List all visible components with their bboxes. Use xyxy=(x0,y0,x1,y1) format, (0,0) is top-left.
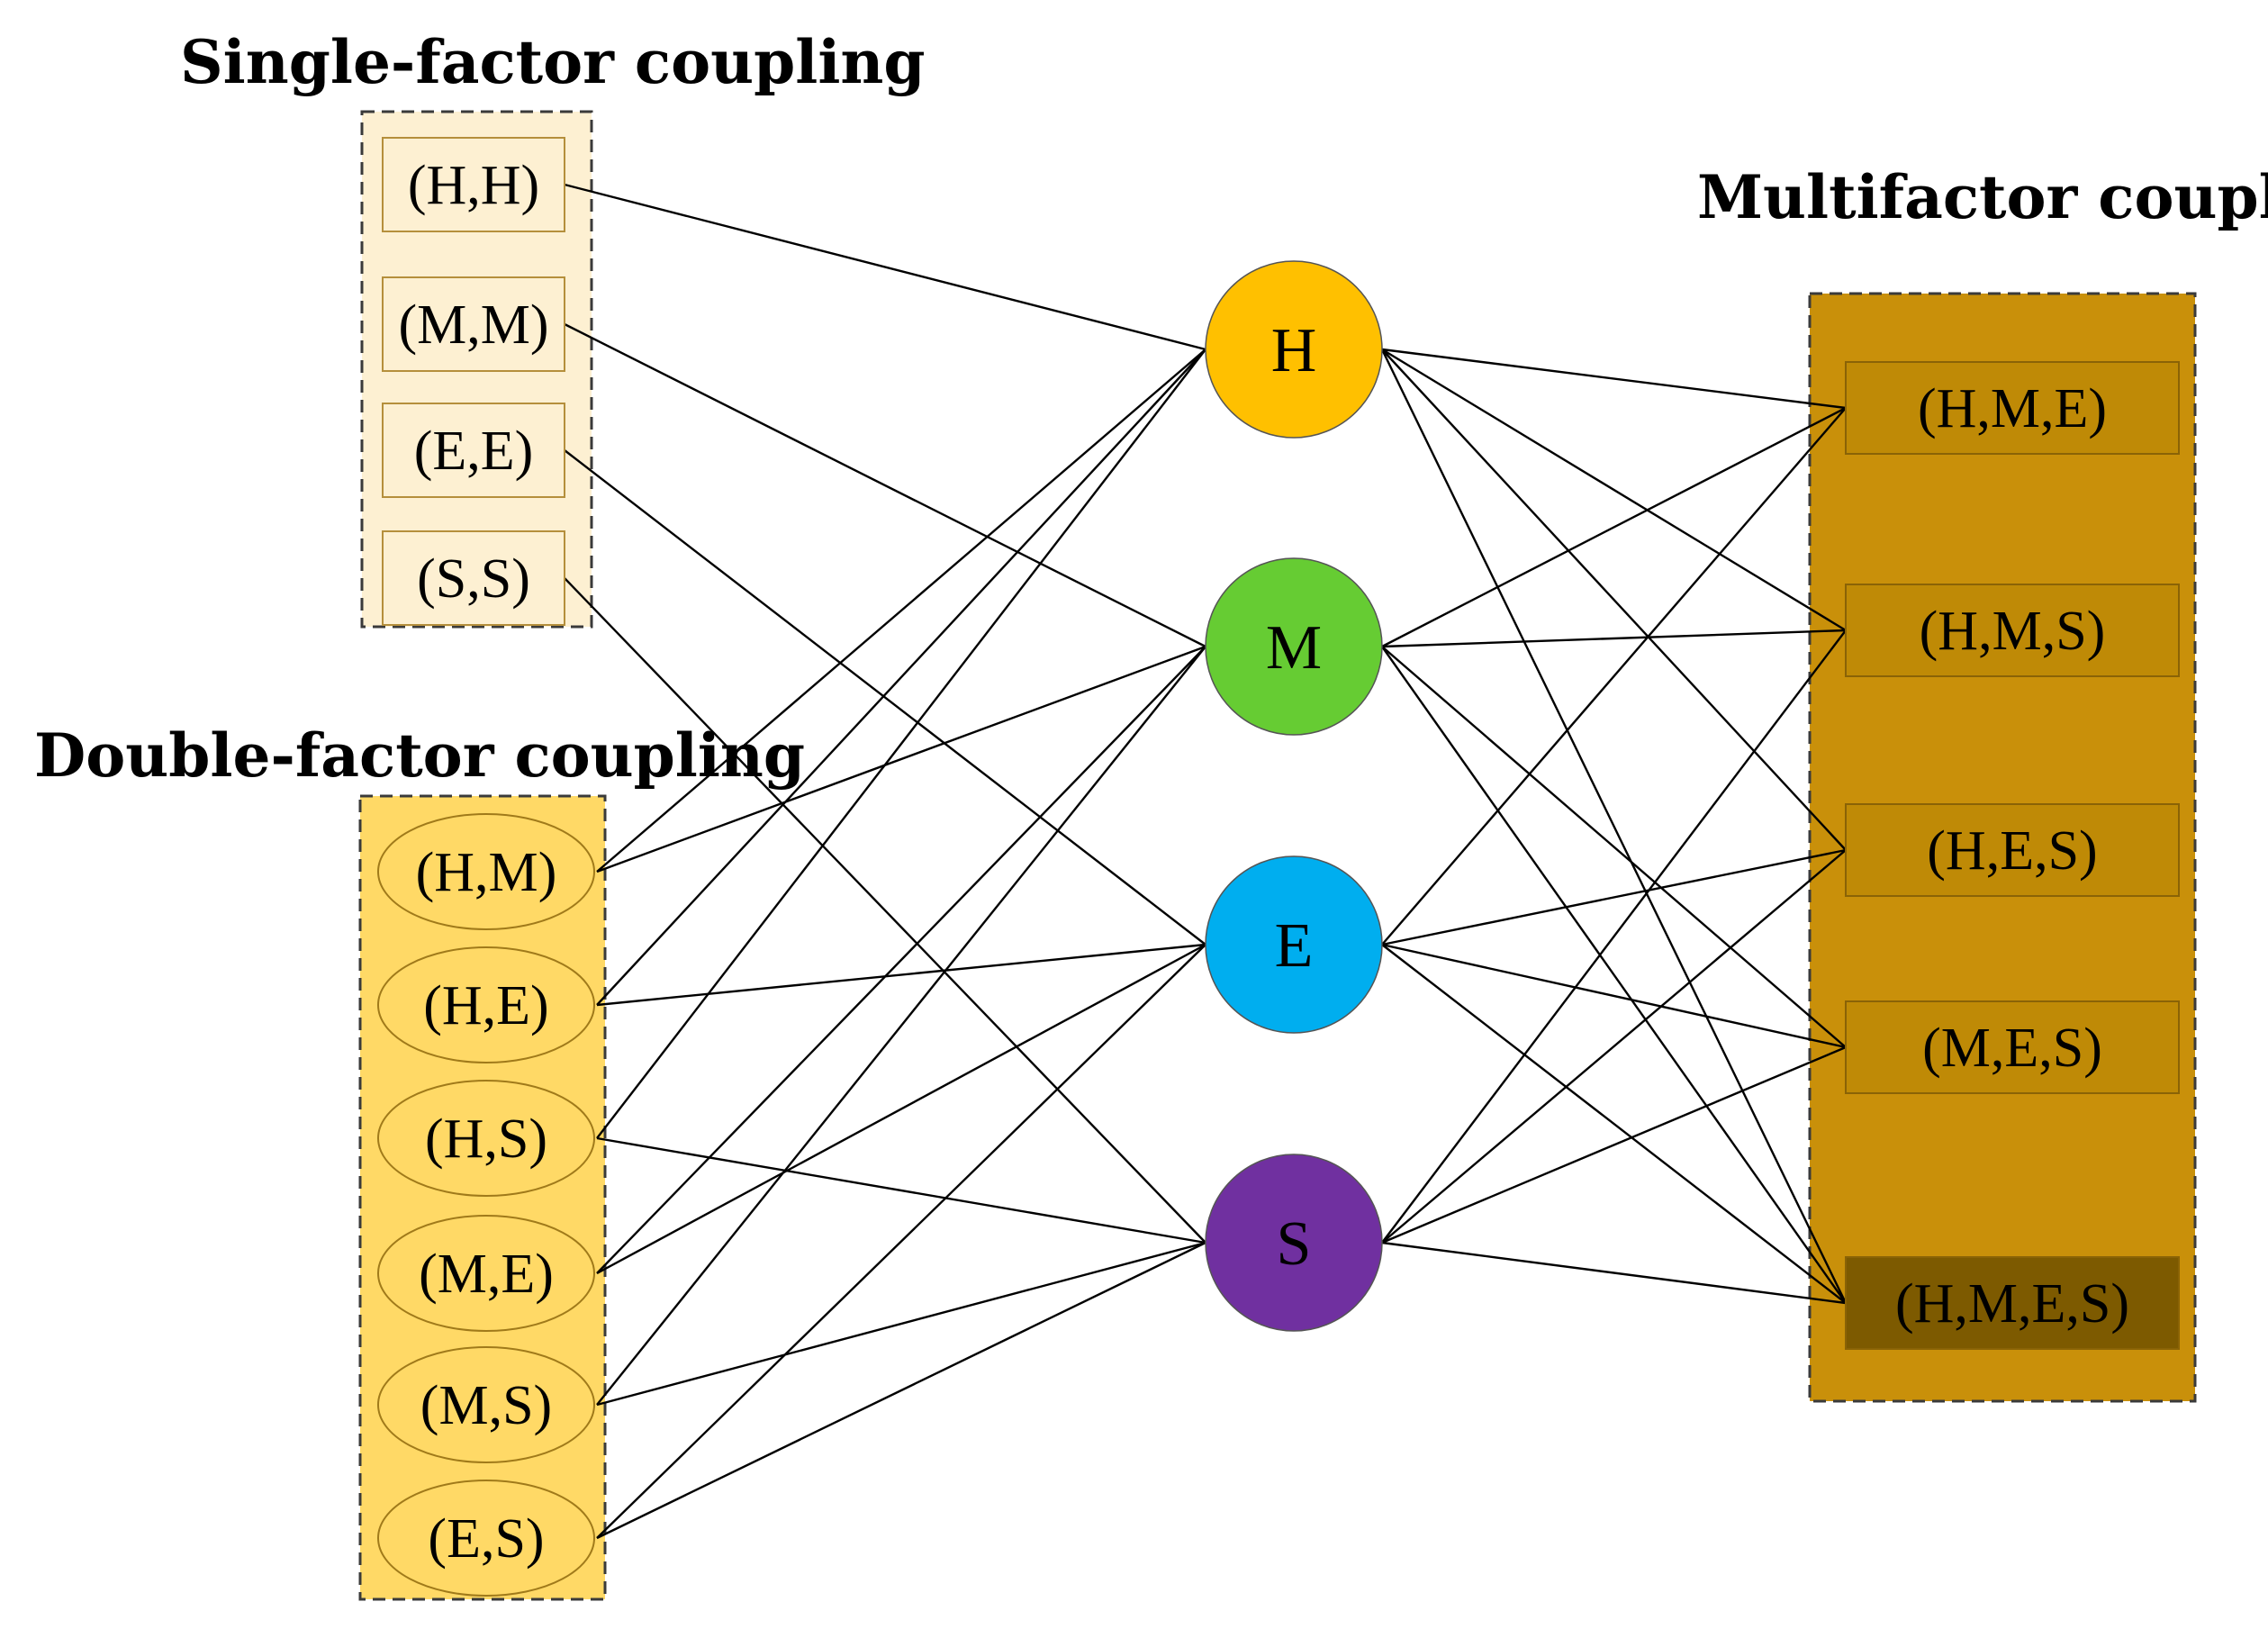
multifactor-label: (M,E,S) xyxy=(1922,1018,2102,1079)
edge-s-hmes xyxy=(1381,1241,1847,1305)
double-factor-label: (H,E) xyxy=(423,975,548,1036)
multifactor-box xyxy=(1845,1000,2180,1094)
factor-node-e: E xyxy=(1205,855,1383,1034)
single-factor-heading: Single-factor coupling xyxy=(180,27,926,97)
factor-label: S xyxy=(1277,1209,1312,1279)
multifactor-item: (H,M,S) xyxy=(1845,584,2180,677)
edge-hh xyxy=(564,183,1206,351)
edge-e-mes xyxy=(1381,943,1847,1049)
coupling-items: (H,H) (M,M) (E,E) (S,S) (H,M) (H,E) (H,S) (M,E)… xyxy=(377,137,2180,1597)
double-factor-label: (E,S) xyxy=(428,1508,544,1570)
edge-he-h xyxy=(596,348,1206,1006)
single-factor-box xyxy=(382,276,565,372)
double-factor-ellipse xyxy=(377,946,595,1063)
factor-nodes: H M E S xyxy=(1205,260,1383,1332)
multifactor-box xyxy=(1845,584,2180,677)
edge-m-hmes xyxy=(1381,646,1847,1304)
double-factor-item: (M,S) xyxy=(377,1346,595,1463)
multifactor-item: (H,M,E,S) xyxy=(1845,1256,2180,1350)
double-factor-ellipse xyxy=(377,1346,595,1463)
single-factor-label: (H,H) xyxy=(408,155,539,216)
factor-node-s: S xyxy=(1205,1154,1383,1332)
multifactor-box xyxy=(1845,1256,2180,1350)
multifactor-item: (H,E,S) xyxy=(1845,803,2180,897)
single-factor-item: (S,S) xyxy=(382,530,565,626)
factor-circle xyxy=(1205,855,1383,1034)
edge-h-hme xyxy=(1381,348,1847,410)
double-factor-item: (H,S) xyxy=(377,1080,595,1197)
single-factor-box xyxy=(382,137,565,232)
multifactor-label: (H,M,S) xyxy=(1920,601,2106,662)
edge-me-m xyxy=(596,646,1206,1274)
edge-es-e xyxy=(596,944,1206,1539)
edge-ms-m xyxy=(596,646,1206,1406)
double-factor-label: (H,M) xyxy=(416,842,557,903)
double-factor-label: (M,E) xyxy=(419,1244,554,1305)
double-factor-item: (E,S) xyxy=(377,1480,595,1597)
multifactor-box xyxy=(1845,803,2180,897)
edge-m-mes xyxy=(1381,646,1847,1048)
double-factor-label: (H,S) xyxy=(425,1109,547,1170)
single-factor-item: (E,E) xyxy=(382,403,565,498)
multifactor-label: (H,M,E,S) xyxy=(1895,1273,2129,1335)
edge-hm-h xyxy=(596,348,1206,873)
single-factor-label: (E,E) xyxy=(414,421,534,482)
edge-h-hms xyxy=(1381,348,1847,632)
single-factor-label: (M,M) xyxy=(398,294,548,356)
edge-ms-s xyxy=(596,1241,1206,1407)
edge-es-s xyxy=(596,1241,1206,1540)
factor-node-m: M xyxy=(1205,557,1383,736)
edge-e-hmes xyxy=(1381,944,1847,1304)
single-factor-box xyxy=(382,403,565,498)
edge-ee xyxy=(564,449,1206,946)
edge-e-hme xyxy=(1381,407,1847,946)
edge-mm xyxy=(564,322,1206,648)
factor-circle xyxy=(1205,557,1383,736)
edge-s-mes xyxy=(1381,1045,1847,1244)
edge-h-hmes xyxy=(1380,348,1848,1304)
single-factor-item: (M,M) xyxy=(382,276,565,372)
double-factor-ellipse xyxy=(377,813,595,930)
edge-s-hms xyxy=(1381,629,1847,1244)
double-factor-item: (H,E) xyxy=(377,946,595,1063)
edge-hs-h xyxy=(596,348,1206,1139)
edge-ss xyxy=(564,577,1206,1244)
double-factor-heading: Double-factor coupling xyxy=(34,720,805,791)
factor-circle xyxy=(1205,260,1383,439)
factor-label: M xyxy=(1266,613,1322,683)
multifactor-box xyxy=(1845,361,2180,455)
edge-s-hes xyxy=(1381,849,1847,1244)
double-factor-ellipse xyxy=(377,1480,595,1597)
double-factor-ellipse xyxy=(377,1080,595,1197)
single-factor-label: (S,S) xyxy=(417,548,530,610)
edge-me-e xyxy=(596,943,1206,1275)
double-factor-item: (H,M) xyxy=(377,813,595,930)
factor-label: H xyxy=(1271,316,1317,385)
multifactor-label: (H,E,S) xyxy=(1927,820,2097,882)
edge-m-hms xyxy=(1381,629,1847,648)
factor-node-h: H xyxy=(1205,260,1383,439)
edge-e-hes xyxy=(1381,848,1847,946)
double-factor-item: (M,E) xyxy=(377,1215,595,1332)
multifactor-heading: Multifactor coupling xyxy=(1697,162,2268,232)
edge-he-e xyxy=(596,943,1206,1007)
factor-label: E xyxy=(1275,911,1314,981)
double-factor-ellipse xyxy=(377,1215,595,1332)
multifactor-label: (H,M,E) xyxy=(1918,378,2107,439)
multifactor-item: (M,E,S) xyxy=(1845,1000,2180,1094)
factor-circle xyxy=(1205,1154,1383,1332)
edge-m-hme xyxy=(1381,406,1847,648)
edge-hs-s xyxy=(596,1136,1206,1244)
edge-h-hes xyxy=(1381,348,1847,851)
single-factor-item: (H,H) xyxy=(382,137,565,232)
multifactor-item: (H,M,E) xyxy=(1845,361,2180,455)
coupling-edges xyxy=(564,183,1848,1540)
edge-hm-m xyxy=(596,645,1206,873)
single-factor-box xyxy=(382,530,565,626)
double-factor-label: (M,S) xyxy=(420,1375,552,1436)
